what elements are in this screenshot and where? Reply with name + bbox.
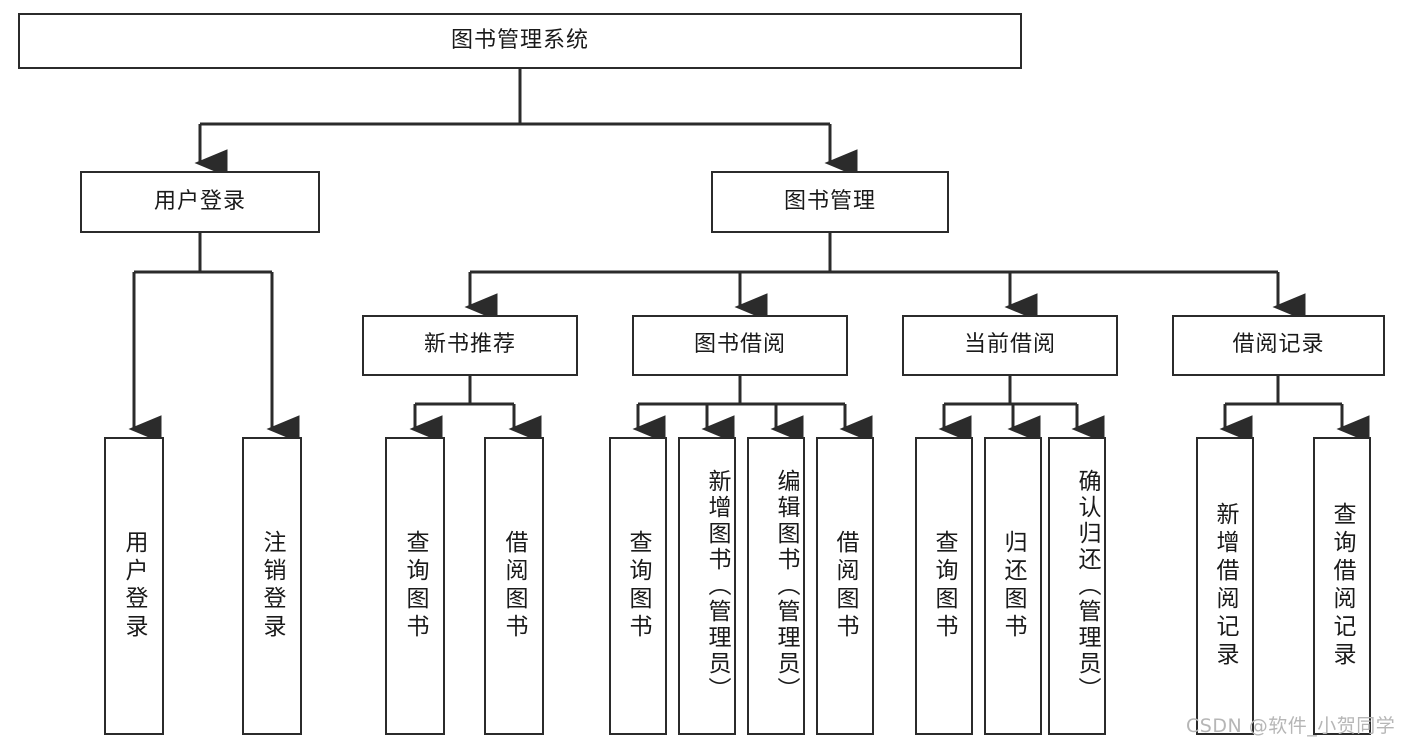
leaf-label: 归还图书 xyxy=(1000,530,1026,642)
leaf-label: 确认归还（管理员） xyxy=(1074,469,1100,703)
leaf-node-query-book-3[interactable]: 查询图书 xyxy=(915,437,973,735)
leaf-label: 注销登录 xyxy=(259,530,285,642)
node-book-manage[interactable]: 图书管理 xyxy=(711,171,949,233)
leaf-label: 编辑图书（管理员） xyxy=(773,469,799,703)
leaf-label: 查询借阅记录 xyxy=(1329,502,1355,670)
leaf-node-query-book-1[interactable]: 查询图书 xyxy=(385,437,445,735)
leaf-node-user-login[interactable]: 用户登录 xyxy=(104,437,164,735)
leaf-node-query-record[interactable]: 查询借阅记录 xyxy=(1313,437,1371,735)
node-root[interactable]: 图书管理系统 xyxy=(18,13,1022,69)
leaf-label: 用户登录 xyxy=(121,530,147,642)
leaf-node-logout[interactable]: 注销登录 xyxy=(242,437,302,735)
leaf-node-borrow-book-2[interactable]: 借阅图书 xyxy=(816,437,874,735)
leaf-label: 借阅图书 xyxy=(501,530,527,642)
node-user-login[interactable]: 用户登录 xyxy=(80,171,320,233)
leaf-node-edit-book[interactable]: 编辑图书（管理员） xyxy=(747,437,805,735)
leaf-label: 新增图书（管理员） xyxy=(704,469,730,703)
leaf-label: 查询图书 xyxy=(931,530,957,642)
node-new-book-recommend[interactable]: 新书推荐 xyxy=(362,315,578,376)
leaf-label: 查询图书 xyxy=(402,530,428,642)
leaf-node-borrow-book-1[interactable]: 借阅图书 xyxy=(484,437,544,735)
leaf-node-confirm-return[interactable]: 确认归还（管理员） xyxy=(1048,437,1106,735)
watermark-text: CSDN @软件_小贺同学 xyxy=(1186,715,1396,737)
node-current-borrow[interactable]: 当前借阅 xyxy=(902,315,1118,376)
leaf-label: 新增借阅记录 xyxy=(1212,502,1238,670)
leaf-node-query-book-2[interactable]: 查询图书 xyxy=(609,437,667,735)
leaf-node-add-book[interactable]: 新增图书（管理员） xyxy=(678,437,736,735)
leaf-node-return-book[interactable]: 归还图书 xyxy=(984,437,1042,735)
node-borrow-record[interactable]: 借阅记录 xyxy=(1172,315,1385,376)
leaf-label: 查询图书 xyxy=(625,530,651,642)
leaf-label: 借阅图书 xyxy=(832,530,858,642)
leaf-node-add-record[interactable]: 新增借阅记录 xyxy=(1196,437,1254,735)
node-book-borrow[interactable]: 图书借阅 xyxy=(632,315,848,376)
